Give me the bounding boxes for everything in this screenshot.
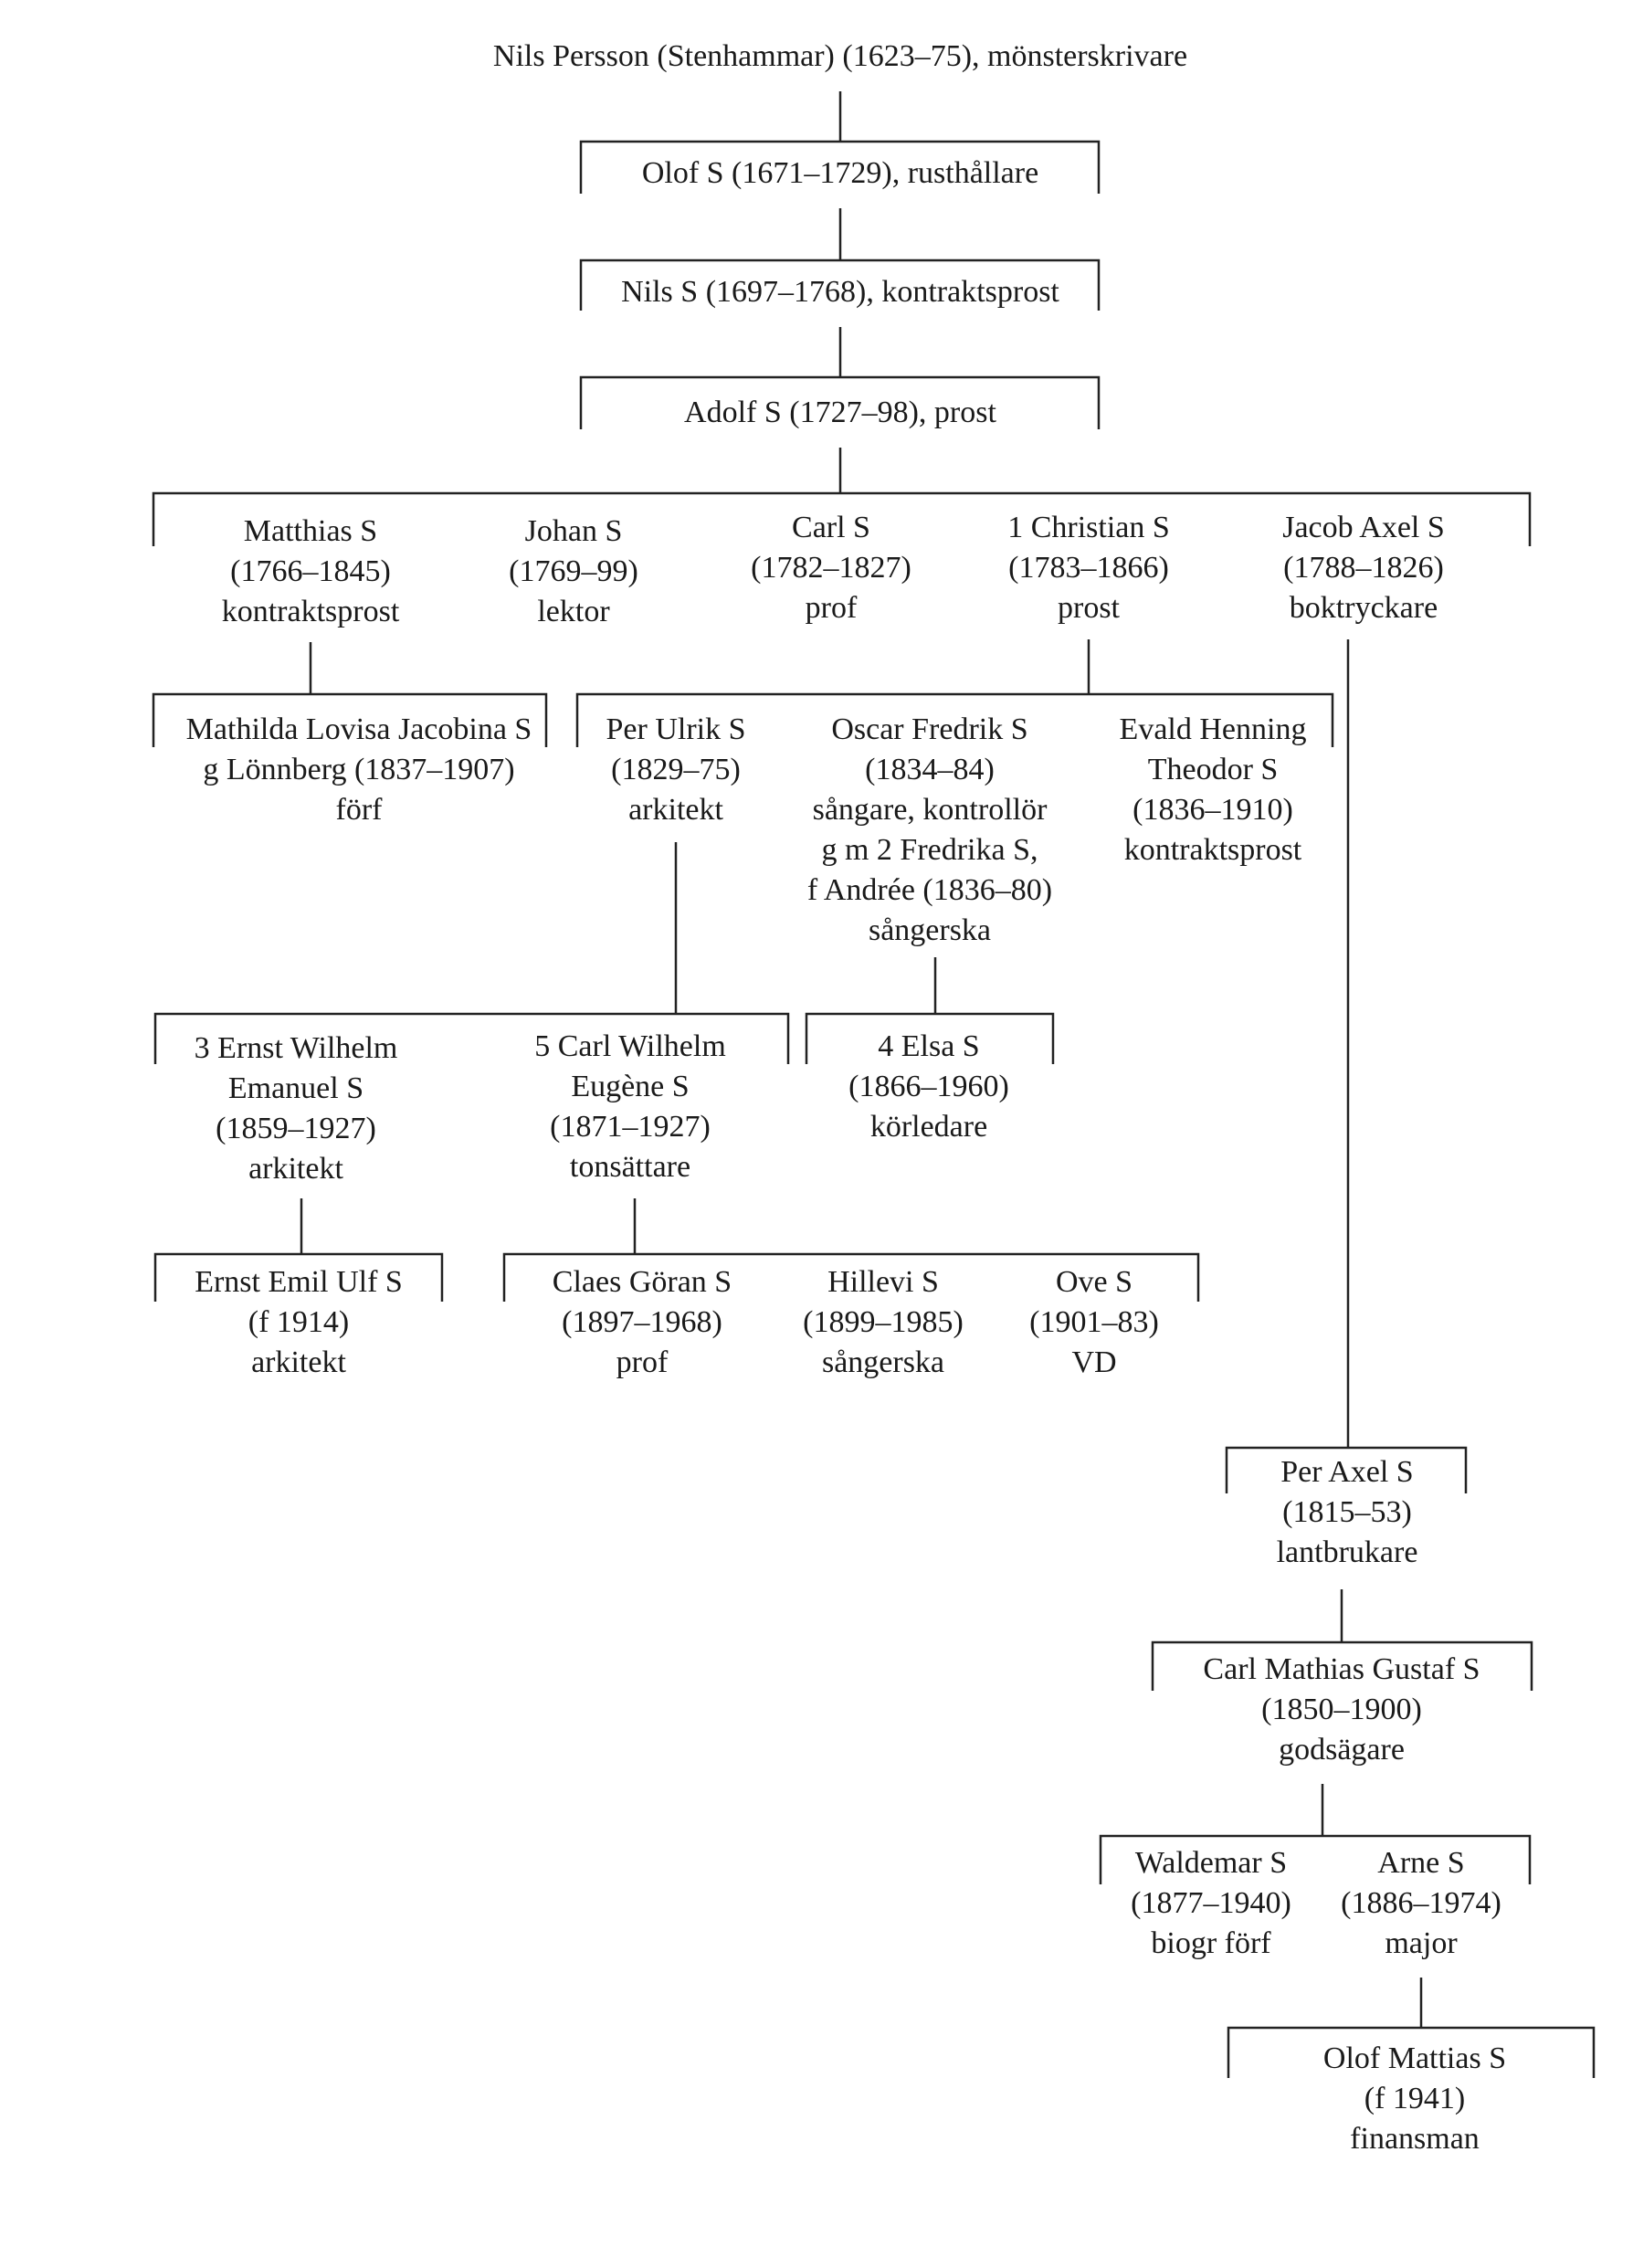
person-name: Carl Mathias Gustaf S bbox=[1203, 1652, 1480, 1686]
person-occupation: VD bbox=[1071, 1345, 1117, 1379]
person-nils-persson: Nils Persson (Stenhammar) (1623–75), mön… bbox=[493, 37, 1187, 77]
person-dates: (1899–1985) bbox=[803, 1305, 964, 1339]
person-dates: (1815–53) bbox=[1282, 1495, 1412, 1529]
person-oscar: Oscar Fredrik S (1834–84) sångare, kontr… bbox=[807, 710, 1052, 951]
spouse-dates: f Andrée (1836–80) bbox=[806, 873, 1053, 907]
person-name: 5 Carl Wilhelm bbox=[534, 1029, 726, 1063]
person-mathilda: Mathilda Lovisa Jacobina S g Lönnberg (1… bbox=[186, 710, 532, 830]
person-occupation: sångerska bbox=[821, 1345, 945, 1379]
person-matthias: Matthias S (1766–1845) kontraktsprost bbox=[222, 512, 400, 632]
person-nils-1697: Nils S (1697–1768), kontraktsprost bbox=[621, 272, 1059, 312]
person-occupation: förf bbox=[335, 793, 383, 827]
person-dates: (1886–1974) bbox=[1341, 1886, 1501, 1920]
person-name: Oscar Fredrik S bbox=[831, 712, 1028, 746]
person-adolf: Adolf S (1727–98), prost bbox=[684, 393, 996, 433]
person-text: Nils Persson (Stenhammar) (1623–75), mön… bbox=[492, 39, 1188, 73]
person-johan: Johan S (1769–99) lektor bbox=[509, 512, 638, 632]
person-occupation: körledare bbox=[869, 1110, 988, 1144]
person-dates: (1783–1866) bbox=[1008, 551, 1169, 585]
person-name: Carl S bbox=[792, 511, 870, 544]
person-occupation: lektor bbox=[537, 595, 610, 628]
person-name: 1 Christian S bbox=[1007, 511, 1170, 544]
person-name: Claes Göran S bbox=[552, 1265, 732, 1299]
person-dates: (1788–1826) bbox=[1283, 551, 1444, 585]
person-arne: Arne S (1886–1974) major bbox=[1341, 1843, 1501, 1964]
person-ernst-wilhelm: 3 Ernst Wilhelm Emanuel S (1859–1927) ar… bbox=[195, 1029, 398, 1189]
person-dates: (1866–1960) bbox=[848, 1070, 1009, 1103]
person-name: Matthias S bbox=[243, 514, 378, 548]
person-name: Per Ulrik S bbox=[606, 712, 746, 746]
person-name: Per Axel S bbox=[1280, 1455, 1414, 1489]
person-occupation: arkitekt bbox=[251, 1345, 346, 1379]
person-occupation: biogr förf bbox=[1151, 1926, 1271, 1960]
person-dates: (1766–1845) bbox=[230, 554, 391, 588]
person-occupation: major bbox=[1385, 1926, 1458, 1960]
person-dates: (1782–1827) bbox=[751, 551, 911, 585]
person-dates: (1836–1910) bbox=[1133, 793, 1293, 827]
person-occupation: prof bbox=[616, 1345, 669, 1379]
person-occupation: prost bbox=[1057, 591, 1120, 625]
person-occupation: godsägare bbox=[1279, 1733, 1405, 1767]
person-dates: (1897–1968) bbox=[562, 1305, 722, 1339]
person-details: g Lönnberg (1837–1907) bbox=[203, 753, 515, 786]
person-carl-mathias: Carl Mathias Gustaf S (1850–1900) godsäg… bbox=[1203, 1650, 1480, 1770]
person-occupation: tonsättare bbox=[569, 1150, 691, 1184]
person-dates: (1877–1940) bbox=[1131, 1886, 1291, 1920]
person-dates: (f 1941) bbox=[1364, 2082, 1466, 2115]
person-carl-wilhelm: 5 Carl Wilhelm Eugène S (1871–1927) tons… bbox=[534, 1027, 726, 1187]
person-dates: (1829–75) bbox=[611, 753, 741, 786]
person-name-cont: Eugène S bbox=[571, 1070, 690, 1103]
person-olof-mattias: Olof Mattias S (f 1941) finansman bbox=[1323, 2039, 1506, 2159]
person-dates: (1859–1927) bbox=[216, 1112, 376, 1145]
person-evald: Evald Henning Theodor S (1836–1910) kont… bbox=[1120, 710, 1307, 870]
person-occupation: kontraktsprost bbox=[221, 595, 400, 628]
person-occupation: sångare, kontrollör bbox=[812, 793, 1048, 827]
spouse-occupation: sångerska bbox=[868, 913, 992, 947]
person-text: Nils S (1697–1768), kontraktsprost bbox=[621, 275, 1059, 309]
person-name-cont: Emanuel S bbox=[227, 1071, 364, 1105]
person-name: 3 Ernst Wilhelm bbox=[194, 1031, 398, 1065]
person-name: Olof Mattias S bbox=[1322, 2041, 1507, 2075]
person-name: Jacob Axel S bbox=[1282, 511, 1445, 544]
person-name: Mathilda Lovisa Jacobina S bbox=[185, 712, 532, 746]
person-dates: (1850–1900) bbox=[1261, 1693, 1422, 1726]
person-name: Ernst Emil Ulf S bbox=[195, 1265, 403, 1299]
person-carl-1782: Carl S (1782–1827) prof bbox=[751, 508, 911, 628]
person-dates: (1871–1927) bbox=[550, 1110, 711, 1144]
person-claes: Claes Göran S (1897–1968) prof bbox=[553, 1262, 732, 1383]
person-occupation: lantbrukare bbox=[1276, 1535, 1418, 1569]
person-occupation: arkitekt bbox=[248, 1152, 343, 1186]
person-dates: (1834–84) bbox=[865, 753, 995, 786]
person-per-axel: Per Axel S (1815–53) lantbrukare bbox=[1277, 1452, 1418, 1573]
person-name: Arne S bbox=[1377, 1846, 1465, 1880]
person-occupation: kontraktsprost bbox=[1123, 833, 1302, 867]
person-ove: Ove S (1901–83) VD bbox=[1029, 1262, 1159, 1383]
person-waldemar: Waldemar S (1877–1940) biogr förf bbox=[1131, 1843, 1291, 1964]
person-text: Adolf S (1727–98), prost bbox=[684, 396, 996, 429]
person-occupation: finansman bbox=[1350, 2122, 1480, 2156]
person-ernst-emil: Ernst Emil Ulf S (f 1914) arkitekt bbox=[195, 1262, 403, 1383]
person-occupation: boktryckare bbox=[1289, 591, 1438, 625]
person-jacob-axel: Jacob Axel S (1788–1826) boktryckare bbox=[1282, 508, 1445, 628]
person-text: Olof S (1671–1729), rusthållare bbox=[641, 156, 1039, 190]
person-dates: (1769–99) bbox=[509, 554, 638, 588]
person-elsa: 4 Elsa S (1866–1960) körledare bbox=[848, 1027, 1009, 1147]
person-occupation: prof bbox=[805, 591, 858, 625]
person-per-ulrik: Per Ulrik S (1829–75) arkitekt bbox=[606, 710, 746, 830]
person-name: Hillevi S bbox=[827, 1265, 939, 1299]
spouse-line: g m 2 Fredrika S, bbox=[821, 833, 1038, 867]
person-name: Johan S bbox=[524, 514, 623, 548]
person-dates: (f 1914) bbox=[248, 1305, 350, 1339]
person-olof-1671: Olof S (1671–1729), rusthållare bbox=[642, 153, 1038, 194]
person-christian: 1 Christian S (1783–1866) prost bbox=[1007, 508, 1170, 628]
person-hillevi: Hillevi S (1899–1985) sångerska bbox=[803, 1262, 964, 1383]
person-name: Ove S bbox=[1055, 1265, 1133, 1299]
person-name: Waldemar S bbox=[1134, 1846, 1288, 1880]
person-name: 4 Elsa S bbox=[878, 1029, 980, 1063]
person-name-cont: Theodor S bbox=[1147, 753, 1279, 786]
person-dates: (1901–83) bbox=[1029, 1305, 1159, 1339]
person-name: Evald Henning bbox=[1119, 712, 1307, 746]
person-occupation: arkitekt bbox=[628, 793, 723, 827]
